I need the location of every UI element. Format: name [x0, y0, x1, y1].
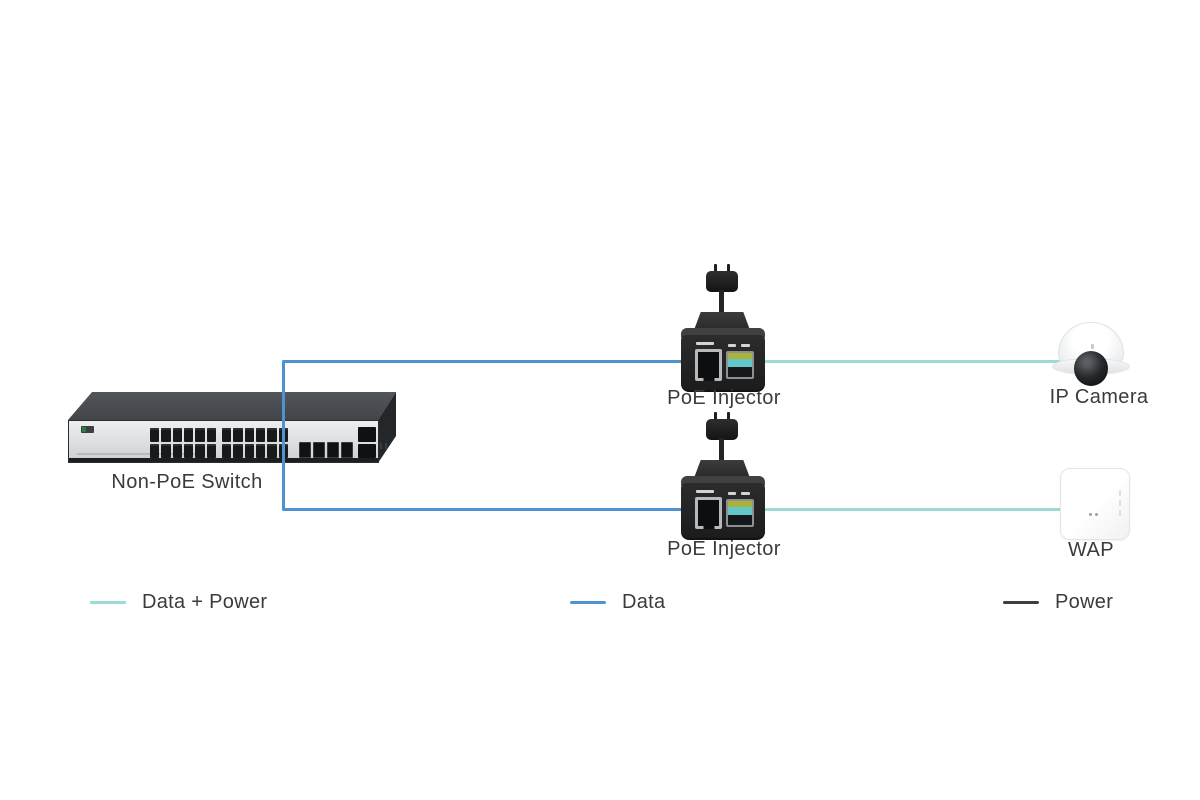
rj45-port-icon	[267, 428, 277, 442]
data-line-switch-to-injector2	[283, 508, 709, 511]
rj45-port-icon	[161, 428, 171, 442]
switch-label: Non-PoE Switch	[111, 471, 263, 493]
camera-lens-icon	[1074, 351, 1108, 386]
legend-swatch-data	[570, 601, 606, 604]
sfp-port-icon	[313, 442, 325, 458]
poe-injector-1-label: PoE Injector	[667, 387, 781, 409]
data-line-switch-to-injector1	[283, 360, 709, 363]
wap-vent-slit	[1119, 510, 1121, 516]
rj45-port-icon	[183, 444, 194, 458]
injector-data-in-port-icon	[695, 497, 722, 529]
rj45-port-icon	[267, 444, 277, 458]
switch-rj45-bank-2	[222, 428, 288, 458]
injector-port-label-mark	[728, 492, 736, 495]
rj45-port-icon	[183, 428, 194, 442]
rj45-port-icon	[255, 444, 266, 458]
wireless-access-point	[1060, 468, 1130, 540]
power-plug-prong-icon	[727, 412, 730, 421]
data-power-line-injector2-to-wap	[733, 508, 1065, 511]
injector-port-label-mark	[741, 344, 750, 347]
injector-port-label-mark	[696, 490, 714, 493]
sfp-port-icon	[299, 442, 311, 458]
power-plug-icon	[706, 271, 738, 292]
injector-port-label-mark	[696, 342, 714, 345]
switch-brand-logo	[81, 426, 94, 433]
legend-item-power: Power	[1003, 591, 1113, 614]
rj45-port-icon	[195, 444, 205, 458]
injector-cord-collar	[694, 312, 750, 330]
poe-injector-2-label: PoE Injector	[667, 538, 781, 560]
wap-label: WAP	[1067, 539, 1115, 561]
power-cord-icon	[719, 438, 724, 464]
sfp-port-icon	[341, 442, 353, 458]
non-poe-switch	[65, 390, 400, 465]
wap-vent-slit	[1119, 490, 1121, 496]
injector-poe-out-port-icon	[726, 351, 754, 379]
rj45-port-icon	[222, 428, 232, 442]
rj45-port-icon	[233, 428, 243, 442]
poe-injector-2	[679, 410, 771, 542]
legend-label-data-power: Data + Power	[142, 591, 268, 613]
injector-port-label-mark	[741, 492, 750, 495]
ip-camera-label: IP Camera	[1049, 386, 1149, 408]
injector-poe-out-port-icon	[726, 499, 754, 527]
legend-item-data-power: Data + Power	[90, 591, 267, 614]
switch-front-panel	[68, 420, 387, 463]
data-line-switch-vertical	[282, 360, 285, 511]
legend-label-power: Power	[1055, 591, 1114, 613]
power-cord-icon	[719, 290, 724, 316]
power-plug-prong-icon	[714, 264, 717, 273]
switch-groove-line	[77, 453, 205, 455]
poe-injector-1	[679, 262, 771, 394]
rj45-port-icon	[255, 428, 266, 442]
uplink-port-icon	[358, 427, 376, 442]
rj45-port-icon	[206, 428, 216, 442]
wap-vent-slit	[1119, 500, 1121, 506]
ip-camera	[1050, 318, 1132, 390]
switch-rj45-bank-1	[150, 428, 216, 458]
switch-top-face	[68, 392, 396, 420]
rj45-port-icon	[195, 428, 205, 442]
injector-data-in-port-icon	[695, 349, 722, 381]
legend-swatch-power	[1003, 601, 1039, 604]
data-power-line-injector1-to-camera	[733, 360, 1069, 363]
rj45-port-icon	[244, 428, 254, 442]
uplink-port-icon	[358, 443, 376, 458]
legend-item-data: Data	[570, 591, 665, 614]
rj45-port-icon	[150, 444, 160, 458]
rj45-port-icon	[172, 444, 182, 458]
wap-body-icon	[1060, 468, 1130, 540]
wap-led-dot	[1095, 513, 1098, 516]
rj45-port-icon	[222, 444, 232, 458]
legend-label-data: Data	[622, 591, 666, 613]
switch-led-indicators	[380, 443, 392, 451]
switch-sfp-ports	[299, 442, 353, 458]
legend-swatch-data-power	[90, 601, 126, 604]
wap-led-dot	[1089, 513, 1092, 516]
rj45-port-icon	[150, 428, 160, 442]
rj45-port-icon	[233, 444, 243, 458]
camera-detail-mark	[1091, 344, 1094, 349]
power-plug-icon	[706, 419, 738, 440]
rj45-port-icon	[206, 444, 216, 458]
sfp-port-icon	[327, 442, 339, 458]
power-plug-prong-icon	[727, 264, 730, 273]
injector-cord-collar	[694, 460, 750, 478]
injector-port-label-mark	[728, 344, 736, 347]
switch-uplink-ports	[358, 427, 376, 458]
rj45-port-icon	[172, 428, 182, 442]
power-plug-prong-icon	[714, 412, 717, 421]
rj45-port-icon	[244, 444, 254, 458]
rj45-port-icon	[161, 444, 171, 458]
